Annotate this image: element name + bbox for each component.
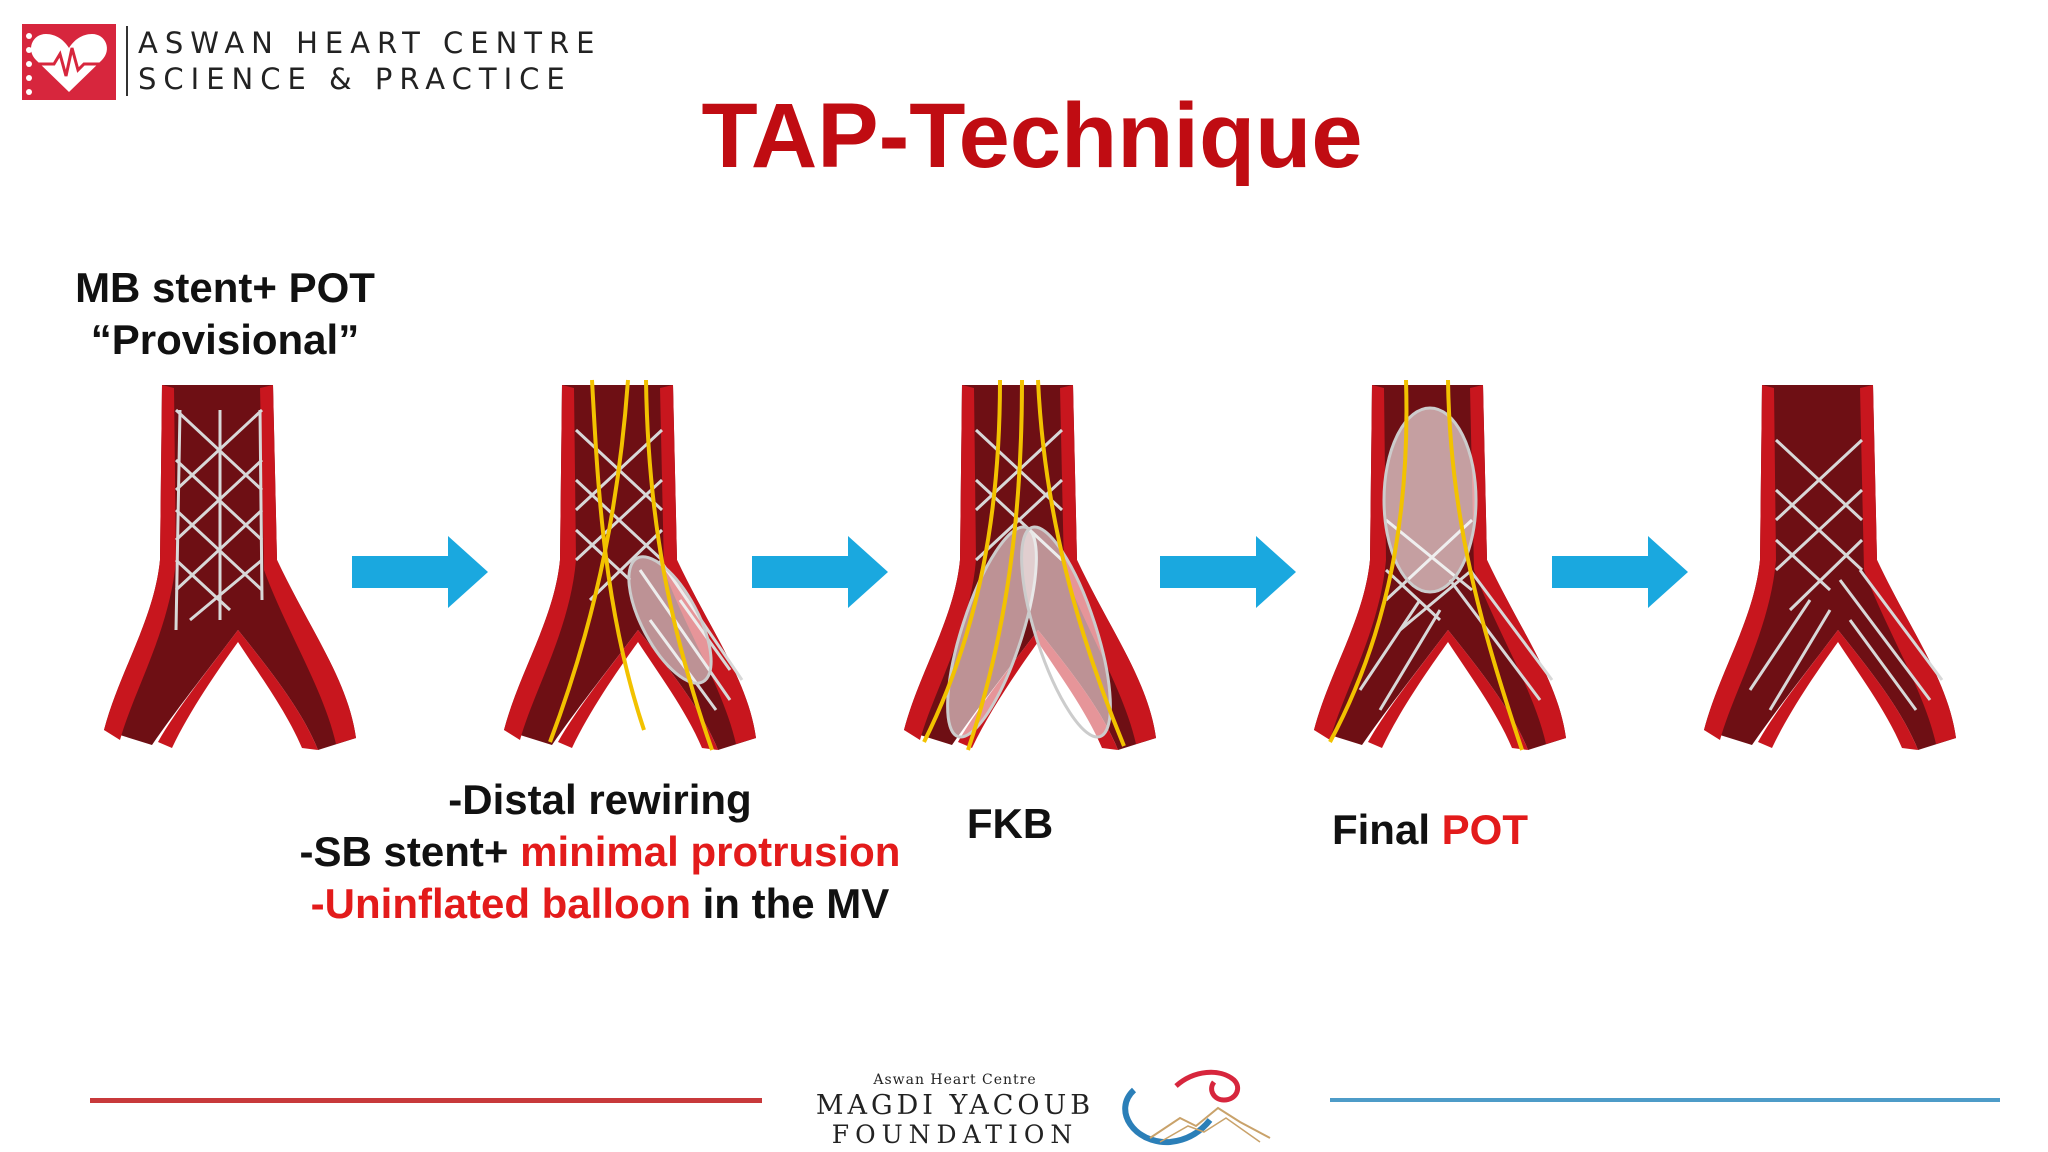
step4-caption-text: Final: [1331, 806, 1442, 853]
step1-caption-line2: “Provisional”: [90, 316, 360, 363]
arrow-right-icon: [1552, 536, 1688, 608]
footer-logo: Aswan Heart Centre MAGDI YACOUB FOUNDATI…: [810, 1060, 1290, 1152]
step2-caption-line3: -Uninflated balloon in the MV: [250, 878, 950, 930]
footer-divider-right: [1330, 1098, 2000, 1102]
foundation-emblem-icon: [1122, 1069, 1271, 1146]
header-logo: ASWAN HEART CENTRE SCIENCE & PRACTICE: [22, 20, 594, 102]
step2-caption-line3-highlight: -Uninflated balloon: [310, 880, 691, 927]
vessel-stent-icon: [1314, 379, 1566, 751]
step2-caption-line2: -SB stent+ minimal protrusion: [250, 826, 950, 878]
footer-logo-subtitle: Aswan Heart Centre: [873, 1072, 1037, 1088]
step2-caption-line2-highlight: minimal protrusion: [520, 828, 901, 875]
footer-divider-left: [90, 1098, 762, 1103]
vessel-stent-icon: [1704, 385, 1956, 750]
footer-logo-name: MAGDI YACOUB: [815, 1090, 1095, 1121]
footer-logo-foundation: FOUNDATION: [831, 1120, 1079, 1149]
vessel-stent-icon: [904, 379, 1156, 751]
logo-org-name: ASWAN HEART CENTRE: [138, 26, 602, 60]
vessel-stent-icon: [104, 385, 356, 750]
step2-caption-line2-text: -SB stent+: [299, 828, 521, 875]
step2-caption-line1: -Distal rewiring: [448, 776, 752, 823]
arrow-right-icon: [352, 536, 488, 608]
arrow-right-icon: [1160, 536, 1296, 608]
step1-caption: MB stent+ POT “Provisional”: [30, 262, 420, 366]
step4-caption-highlight: POT: [1441, 806, 1529, 853]
step1-caption-line1: MB stent+ POT: [75, 264, 375, 311]
arrow-right-icon: [752, 536, 888, 608]
logo-divider: [126, 26, 128, 96]
page-title: TAP-Technique: [701, 85, 1363, 187]
logo-tagline: SCIENCE & PRACTICE: [138, 62, 572, 96]
step4-caption: Final POT: [1290, 804, 1570, 856]
heart-logo-icon: [22, 24, 116, 100]
step2-caption: -Distal rewiring -SB stent+ minimal prot…: [250, 774, 950, 930]
vessel-stent-icon: [504, 379, 756, 751]
step2-caption-line3-text: in the MV: [690, 880, 890, 927]
step3-caption: FKB: [966, 800, 1054, 847]
